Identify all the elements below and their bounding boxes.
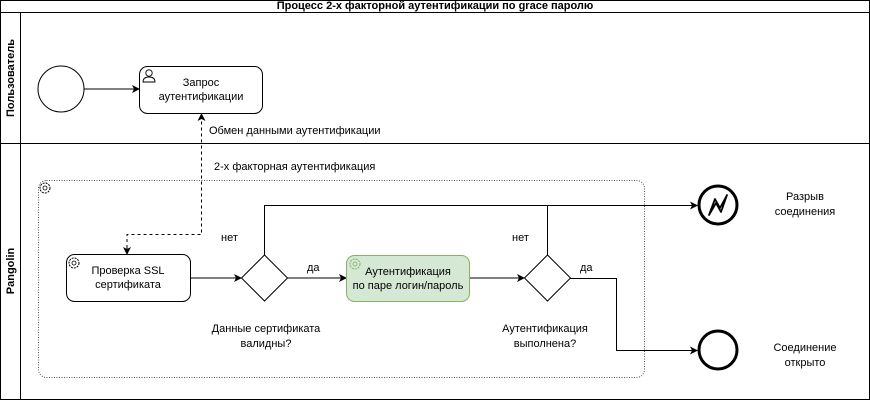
start-event[interactable] — [37, 65, 85, 113]
flow-yes-2-label: да — [580, 262, 593, 274]
task-ssl-line2: сертификата — [95, 279, 162, 291]
task-auth-line1: Аутентификация — [365, 266, 451, 278]
gateway-cert-label-1: Данные сертификата — [212, 323, 322, 335]
task-request-line2: аутентификации — [159, 91, 244, 103]
end-event-connection-open[interactable] — [697, 329, 739, 371]
message-exchange-label: Обмен данными аутентификации — [209, 125, 381, 137]
end-ok-label-1: Соединение — [773, 342, 836, 354]
gear-icon — [349, 258, 361, 270]
flow-yes-to-end — [570, 278, 698, 355]
task-ssl-check[interactable]: Проверка SSL сертификата — [66, 254, 191, 302]
end-error-label-1: Разрыв — [786, 191, 824, 203]
end-ok-label-2: открыто — [785, 357, 826, 369]
lane-user-label: Пользователь — [5, 39, 17, 117]
user-icon — [142, 69, 156, 83]
subprocess-container[interactable] — [38, 180, 645, 378]
task-request-auth[interactable]: Запрос аутентификации — [139, 66, 263, 114]
end-event-error[interactable] — [697, 184, 739, 226]
flow-no-1-label: нет — [221, 232, 238, 244]
subprocess-label: 2-х факторная аутентификация — [214, 161, 375, 173]
flow-no-to-error — [264, 201, 698, 255]
gear-icon — [68, 257, 80, 269]
lightning-icon — [708, 194, 728, 216]
gateway-cert-valid[interactable] — [240, 254, 289, 302]
gear-icon — [39, 182, 51, 194]
end-error-label-2: соединения — [775, 206, 836, 218]
task-ssl-line1: Проверка SSL — [91, 265, 164, 277]
gateway-auth-done[interactable] — [523, 254, 572, 302]
task-request-line1: Запрос — [183, 77, 220, 89]
gateway-auth-label-2: выполнена? — [514, 338, 577, 350]
task-auth-line2: по паре логин/пароль — [353, 280, 464, 292]
pool-title: Процесс 2-х факторной аутентификации по … — [277, 0, 594, 12]
message-flow — [126, 113, 206, 254]
gateway-auth-label-1: Аутентификация — [502, 323, 588, 335]
flow-yes-1-label: да — [307, 262, 320, 274]
flow-no-2-label: нет — [512, 232, 529, 244]
lane-pangolin-label: Pangolin — [5, 248, 17, 295]
gateway-cert-label-2: валидны? — [241, 338, 292, 350]
task-login-password-auth[interactable]: Аутентификация по паре логин/пароль — [346, 255, 470, 302]
